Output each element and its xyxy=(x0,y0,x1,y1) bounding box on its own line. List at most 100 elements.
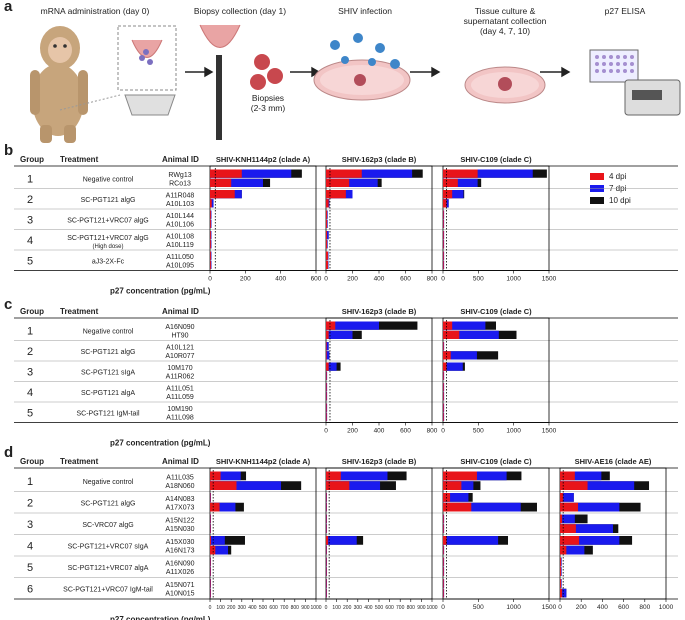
bar-segment xyxy=(443,169,533,178)
legend-swatch xyxy=(590,196,604,204)
bar-segment xyxy=(210,536,225,545)
bar-segment xyxy=(210,493,211,502)
bar-segment xyxy=(326,199,329,208)
bar-segment xyxy=(443,321,486,330)
bar-segment xyxy=(326,190,346,199)
arrow-icon xyxy=(185,66,571,78)
bar-segment xyxy=(443,502,521,512)
treatment-name: aJ3-2X-Fc xyxy=(92,258,125,265)
x-axis-label: p27 concentration (pg/mL) xyxy=(110,287,211,296)
tick-label: 600 xyxy=(311,276,322,283)
animal-id: A10L103 xyxy=(166,201,194,208)
bar-segment xyxy=(443,351,477,360)
chart-title: SHIV-162p3 (clade B) xyxy=(342,307,417,316)
tick-label: 500 xyxy=(259,605,268,611)
legend-item: 10 dpi xyxy=(590,194,631,206)
treatment-name: SC-PGT121+VRC07 sIgA xyxy=(68,543,149,550)
bar-segment xyxy=(560,514,563,524)
bar-segment xyxy=(560,579,562,588)
tick-label: 800 xyxy=(291,605,300,611)
bar-segment xyxy=(326,362,329,371)
biopsy-note: Biopsies (2-3 mm) xyxy=(250,93,286,113)
animal-id: A11X026 xyxy=(166,569,194,576)
bar-segment xyxy=(560,493,574,502)
tick-label: 1500 xyxy=(542,276,557,283)
bar-segment xyxy=(443,260,444,269)
tick-label: 200 xyxy=(227,605,236,611)
chart-title: SHIV-KNH1144p2 (clade A) xyxy=(216,457,311,466)
animal-id: A11L051 xyxy=(166,385,194,392)
bar-segment xyxy=(443,371,444,380)
treatment-name: SC-PGT121 IgM-tail xyxy=(76,410,139,417)
bar-segment xyxy=(210,481,282,490)
bar-segment xyxy=(210,471,221,481)
bar-segment xyxy=(210,178,263,187)
bar-segment xyxy=(560,514,575,524)
animal-id: RCo13 xyxy=(169,180,191,187)
bar-segment xyxy=(443,557,444,567)
group-number: 5 xyxy=(27,255,33,267)
treatment-name: SC-VRC07 algG xyxy=(82,522,133,529)
tick-label: 0 xyxy=(325,605,328,611)
animal-id: A11R048 xyxy=(166,192,195,199)
animal-id: A15N030 xyxy=(165,526,194,533)
animal-id: A11L059 xyxy=(166,394,194,401)
animal-id-header: Animal ID xyxy=(162,457,199,466)
legend-label: 10 dpi xyxy=(609,195,631,205)
bar-segment xyxy=(443,362,463,371)
group-number: 1 xyxy=(27,325,33,337)
animal-id-header: Animal ID xyxy=(162,307,199,316)
bar-segment xyxy=(326,178,350,187)
tick-label: 1000 xyxy=(426,605,437,611)
bar-segment xyxy=(326,231,329,240)
treatment-name: SC-PGT121 algG xyxy=(81,349,136,356)
tick-label: 1500 xyxy=(542,604,557,611)
bar-segment xyxy=(326,502,327,512)
bar-segment xyxy=(443,545,444,555)
tick-label: 400 xyxy=(275,276,286,283)
bar-segment xyxy=(560,481,588,490)
tick-label: 0 xyxy=(441,604,445,611)
bar-segment xyxy=(326,579,327,588)
bar-segment xyxy=(326,557,327,567)
tick-label: 400 xyxy=(364,605,373,611)
bar-segment xyxy=(210,199,212,208)
bar-segment xyxy=(560,471,575,481)
tick-label: 500 xyxy=(473,276,484,283)
bar-segment xyxy=(326,231,328,240)
bar-segment xyxy=(443,190,464,199)
tick-label: 600 xyxy=(618,604,629,611)
panel-a-illustration xyxy=(30,24,681,143)
group-number: 4 xyxy=(27,235,33,247)
bar-segment xyxy=(443,210,444,219)
bar-segment xyxy=(210,471,241,481)
tick-label: 0 xyxy=(441,428,445,435)
bar-segment xyxy=(326,371,327,380)
animal-id: A16N090 xyxy=(165,560,194,567)
panel-a-label: a xyxy=(4,0,13,15)
bar-segment xyxy=(210,219,211,228)
tick-label: 1000 xyxy=(310,605,321,611)
bar-segment xyxy=(210,536,245,545)
bar-segment xyxy=(443,514,444,524)
group-number: 3 xyxy=(27,214,33,226)
bar-segment xyxy=(326,251,328,260)
x-axis-label: p27 concentration (pg/mL) xyxy=(110,439,211,448)
bar-segment xyxy=(560,502,620,512)
bar-segment xyxy=(326,219,328,228)
group-number: 2 xyxy=(27,194,33,206)
animal-id: A17X073 xyxy=(166,504,195,511)
tick-label: 200 xyxy=(343,605,352,611)
treatment-name: Negative control xyxy=(83,176,134,183)
bar-segment xyxy=(560,545,567,555)
animal-id: A18N060 xyxy=(165,483,194,490)
step-5-label: p27 ELISA xyxy=(604,6,646,16)
tick-label: 1000 xyxy=(506,428,521,435)
tick-label: 1500 xyxy=(542,428,557,435)
chart-frame xyxy=(442,467,550,600)
group-number: 1 xyxy=(27,476,33,488)
group-number: 2 xyxy=(27,497,33,509)
bar-segment xyxy=(326,403,327,412)
bar-segment xyxy=(443,567,444,576)
